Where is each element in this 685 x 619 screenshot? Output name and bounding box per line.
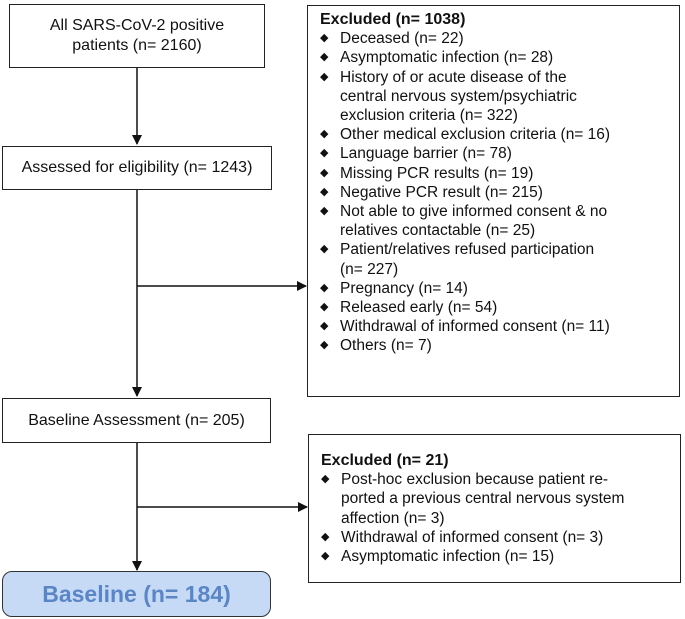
baseline-box: Baseline (n= 184) [2,571,271,617]
exclusion-reason-text: Missing PCR results (n= 19) [340,164,534,182]
all-positive-label: All SARS-CoV-2 positive patients (n= 216… [49,17,225,54]
exclusion-reason-text: Released early (n= 54) [340,299,498,317]
exclusion-reason-text: Negative PCR result (n= 215) [340,183,543,201]
exclusion-reason-text: Withdrawal of informed consent (n= 11) [340,318,610,336]
exclusion-reason-item: ◆ History of or acute disease of the cent… [320,68,669,126]
all-positive-box: All SARS-CoV-2 positive patients (n= 216… [9,4,265,68]
exclusion-reason-item: ◆ Post-hoc exclusion because patient re- … [321,470,670,528]
diamond-bullet-icon: ◆ [320,128,329,141]
diamond-bullet-icon: ◆ [320,185,329,198]
diamond-bullet-icon: ◆ [320,32,329,45]
diamond-bullet-icon: ◆ [320,320,329,333]
diamond-bullet-icon: ◆ [320,51,329,64]
baseline-assessment-box: Baseline Assessment (n= 205) [2,398,271,443]
diamond-bullet-icon: ◆ [320,147,329,160]
exclusion-reason-item: ◆ Asymptomatic infection (n= 28) [320,48,669,67]
excluded-box-1: Excluded (n= 1038) ◆ Deceased (n= 22) ◆ Asy… [307,5,680,397]
excluded-1-list: ◆ Deceased (n= 22) ◆ Asymptomatic infection… [320,29,669,355]
exclusion-reason-text: Post-hoc exclusion because patient re- p… [341,471,625,527]
exclusion-reason-item: ◆ Released early (n= 54) [320,298,669,317]
exclusion-reason-text: Others (n= 7) [340,337,432,355]
exclusion-reason-item: ◆ Asymptomatic infection (n= 15) [321,547,670,566]
diamond-bullet-icon: ◆ [320,339,329,352]
assessed-box: Assessed for eligibility (n= 1243) [2,146,272,190]
excluded-2-title: Excluded (n= 21) [321,452,449,469]
exclusion-reason-item: ◆ Pregnancy (n= 14) [320,279,669,298]
exclusion-reason-text: Asymptomatic infection (n= 28) [340,49,554,67]
exclusion-reason-text: Patient/relatives refused participation … [340,241,595,278]
excluded-box-2: Excluded (n= 21) ◆ Post-hoc exclusion bec… [308,434,681,583]
exclusion-reason-item: ◆ Negative PCR result (n= 215) [320,183,669,202]
exclusion-reason-item: ◆ Withdrawal of informed consent (n= 11) [320,317,669,336]
diamond-bullet-icon: ◆ [320,281,329,294]
exclusion-reason-text: Deceased (n= 22) [340,30,464,48]
exclusion-reason-text: Pregnancy (n= 14) [340,279,468,297]
baseline-label: Baseline (n= 184) [42,580,231,607]
exclusion-reason-text: History of or acute disease of the centr… [340,68,577,125]
diamond-bullet-icon: ◆ [320,301,329,314]
exclusion-reason-text: Not able to give informed consent & no r… [340,203,608,240]
exclusion-reason-item: ◆ Others (n= 7) [320,336,669,355]
baseline-assessment-label: Baseline Assessment (n= 205) [28,411,245,429]
diamond-bullet-icon: ◆ [320,205,329,218]
diamond-bullet-icon: ◆ [320,166,329,179]
exclusion-reason-item: ◆ Not able to give informed consent & no … [320,202,669,240]
excluded-1-title: Excluded (n= 1038) [320,11,466,28]
exclusion-reason-item: ◆ Patient/relatives refused participation… [320,240,669,278]
exclusion-reason-item: ◆ Language barrier (n= 78) [320,144,669,163]
diamond-bullet-icon: ◆ [320,243,329,256]
exclusion-reason-item: ◆ Missing PCR results (n= 19) [320,164,669,183]
diamond-bullet-icon: ◆ [321,550,330,563]
exclusion-reason-text: Withdrawal of informed consent (n= 3) [341,528,604,546]
assessed-label: Assessed for eligibility (n= 1243) [21,159,253,176]
diamond-bullet-icon: ◆ [321,473,330,486]
exclusion-reason-item: ◆ Withdrawal of informed consent (n= 3) [321,528,670,547]
diamond-bullet-icon: ◆ [321,530,330,543]
exclusion-reason-text: Asymptomatic infection (n= 15) [341,548,555,566]
exclusion-reason-text: Language barrier (n= 78) [340,145,512,163]
diamond-bullet-icon: ◆ [320,70,329,83]
exclusion-reason-item: ◆ Other medical exclusion criteria (n= 16… [320,125,669,144]
excluded-2-list: ◆ Post-hoc exclusion because patient re- … [321,470,670,566]
exclusion-reason-item: ◆ Deceased (n= 22) [320,29,669,48]
exclusion-reason-text: Other medical exclusion criteria (n= 16) [340,126,611,144]
